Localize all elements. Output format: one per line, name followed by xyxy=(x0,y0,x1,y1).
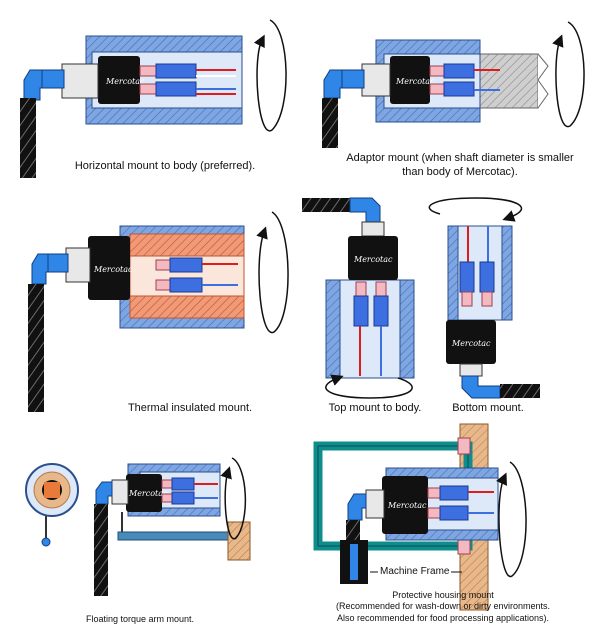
machine-frame-label: Machine Frame xyxy=(378,566,452,577)
cable-icon xyxy=(28,284,44,412)
caption-thermal: Thermal insulated mount. xyxy=(127,402,253,414)
rotation-arrow-icon xyxy=(253,19,287,132)
panel-thermal-mount: Mercotac xyxy=(28,211,289,412)
wood-block xyxy=(227,521,251,561)
caption-adaptor: Adaptor mount (when shaft diameter is sm… xyxy=(346,152,574,178)
brand-label: Mercotac xyxy=(451,339,491,348)
cable-icon xyxy=(302,198,350,212)
brand-label: Mercotac xyxy=(128,489,168,498)
mercotac-unit xyxy=(382,476,428,534)
collar xyxy=(61,63,99,99)
shaft xyxy=(479,53,539,109)
rotation-arrow-icon xyxy=(496,461,527,577)
brand-label: Mercotac xyxy=(105,77,145,86)
caption-bottom: Bottom mount. xyxy=(452,402,524,414)
cable-icon xyxy=(322,98,338,148)
rotation-arrow-icon xyxy=(552,21,585,128)
rotation-arrow-icon xyxy=(256,211,289,333)
cable-icon xyxy=(94,504,108,596)
rotation-arrow-icon xyxy=(325,374,413,399)
rotation-arrow-icon xyxy=(428,197,523,222)
connector-icon xyxy=(347,493,367,521)
brand-label: Mercotac xyxy=(387,501,427,510)
bolt-icon xyxy=(41,537,51,547)
connector-icon xyxy=(341,69,365,89)
insulation-bottom xyxy=(129,295,245,319)
caption-top: Top mount to body. xyxy=(328,402,422,414)
panel-floating-torque-arm: Mercotac xyxy=(25,457,251,596)
mercotac-unit xyxy=(88,236,130,300)
connector-icon xyxy=(41,69,65,89)
mercotac-unit xyxy=(446,320,496,364)
connector-elbow xyxy=(23,69,43,101)
caption-floating: Floating torque arm mount. xyxy=(85,614,195,624)
mercotac-unit xyxy=(348,236,398,280)
panel-horizontal-mount: Mercotac xyxy=(20,19,287,178)
mercotac-unit xyxy=(126,474,162,512)
brand-label: Mercotac xyxy=(93,265,133,274)
insulation-top xyxy=(129,233,245,257)
connector-icon xyxy=(95,481,113,505)
caption-protective: Protective housing mount (Recommended fo… xyxy=(335,590,551,623)
panel-protective-housing: Mercotac xyxy=(313,423,527,611)
torque-arm xyxy=(117,531,241,541)
cable-icon xyxy=(500,384,540,398)
panel-adaptor-mount: Mercotac xyxy=(322,21,585,148)
connector-icon xyxy=(461,375,501,399)
mercotac-unit xyxy=(390,56,430,104)
rotation-arrow-icon xyxy=(220,457,246,540)
connector-icon xyxy=(349,197,381,223)
mercotac-unit xyxy=(98,56,140,104)
caption-horizontal: Horizontal mount to body (preferred). xyxy=(74,160,256,172)
brand-label: Mercotac xyxy=(353,255,393,264)
panel-top-mount: Mercotac xyxy=(302,197,415,399)
panel-bottom-mount: Mercotac xyxy=(428,197,540,399)
connector-icon xyxy=(47,253,69,273)
cable-icon xyxy=(20,98,36,178)
brand-label: Mercotac xyxy=(395,77,435,86)
